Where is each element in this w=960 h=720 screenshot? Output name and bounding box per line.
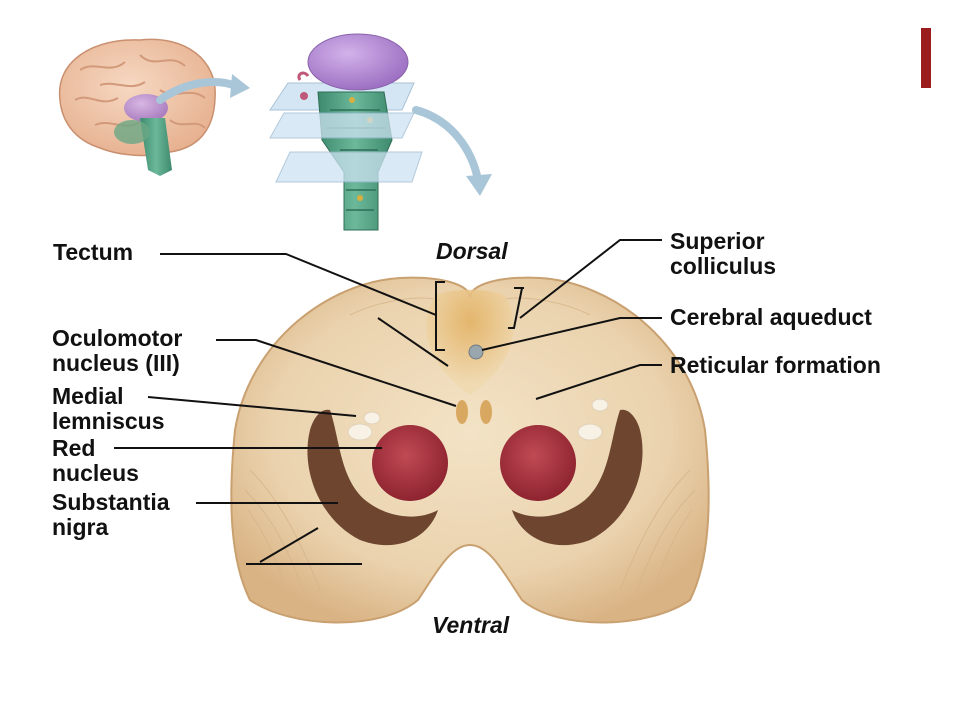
- substantia-label-line1: Substantia: [52, 489, 170, 515]
- accent-bar: [921, 28, 931, 88]
- oculomotor-nucleus-label: Oculomotor nucleus (III): [52, 326, 182, 376]
- arrow-icon: [412, 106, 492, 196]
- tectum-label: Tectum: [53, 239, 134, 265]
- midbrain-cross-section: [230, 276, 710, 624]
- superior-colliculus-label: Superior colliculus: [670, 229, 776, 279]
- reticular-formation-label: Reticular formation: [670, 352, 881, 378]
- superior-label-line1: Superior: [670, 228, 765, 254]
- substantia-nigra-shape: [307, 409, 438, 546]
- medial-lemniscus-label: Medial lemniscus: [52, 384, 165, 434]
- medial-lemniscus-shape: [347, 398, 609, 441]
- dorsal-label: Dorsal: [436, 238, 508, 264]
- red-label-line1: Red: [52, 435, 96, 461]
- brain-icon: [58, 38, 216, 176]
- oculomotor-label-line1: Oculomotor: [52, 325, 183, 351]
- brainstem-slice-icon: [269, 33, 423, 231]
- arrow-icon: [156, 74, 250, 104]
- oculomotor-nucleus-shape: [456, 400, 492, 424]
- oculomotor-label-line2: nucleus (III): [52, 350, 180, 376]
- medial-label-line2: lemniscus: [52, 408, 165, 434]
- leader-lines: [114, 239, 662, 565]
- ventral-label: Ventral: [432, 612, 510, 638]
- cerebral-aqueduct-label: Cerebral aqueduct: [670, 304, 872, 330]
- superior-label-line2: colliculus: [670, 253, 777, 279]
- substantia-nigra-label: Substantia nigra: [52, 490, 170, 540]
- red-label-line2: nucleus: [52, 460, 139, 486]
- red-nucleus-shape: [372, 425, 448, 501]
- cerebral-aqueduct-shape: [468, 344, 484, 360]
- medial-label-line1: Medial: [52, 383, 124, 409]
- red-nucleus-label: Red nucleus: [52, 436, 139, 486]
- tectum-region: [426, 289, 514, 395]
- substantia-label-line2: nigra: [52, 514, 109, 540]
